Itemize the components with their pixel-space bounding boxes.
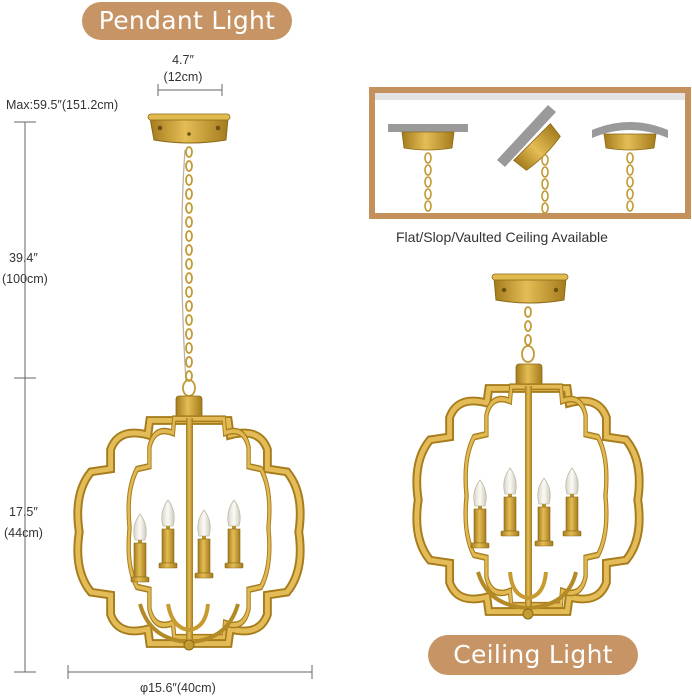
max-height-label: Max:59.5″(151.2cm)	[6, 98, 119, 112]
canopy-width-in-label: 4.7″	[172, 53, 194, 67]
ceiling-compat-caption: Flat/Slop/Vaulted Ceiling Available	[396, 229, 608, 245]
canopy-width-cm-label: (12cm)	[163, 70, 203, 84]
ceiling-light-title: Ceiling Light	[428, 635, 638, 675]
chain-length-in-label: 39.4″	[9, 251, 38, 265]
body-height-in-label: 17.5″	[9, 505, 38, 519]
pendant-light	[78, 113, 300, 651]
flat-ceiling-example	[388, 124, 468, 212]
ceiling-light	[417, 273, 639, 620]
dimension-lines	[14, 84, 313, 679]
vaulted-ceiling-example	[592, 122, 668, 212]
pendant-light-title: Pendant Light	[82, 2, 292, 40]
diameter-label: φ15.6″(40cm)	[140, 681, 216, 695]
body-height-cm-label: (44cm)	[4, 526, 43, 540]
slope-ceiling-example	[497, 105, 561, 214]
ceiling-options-panel	[369, 87, 691, 219]
